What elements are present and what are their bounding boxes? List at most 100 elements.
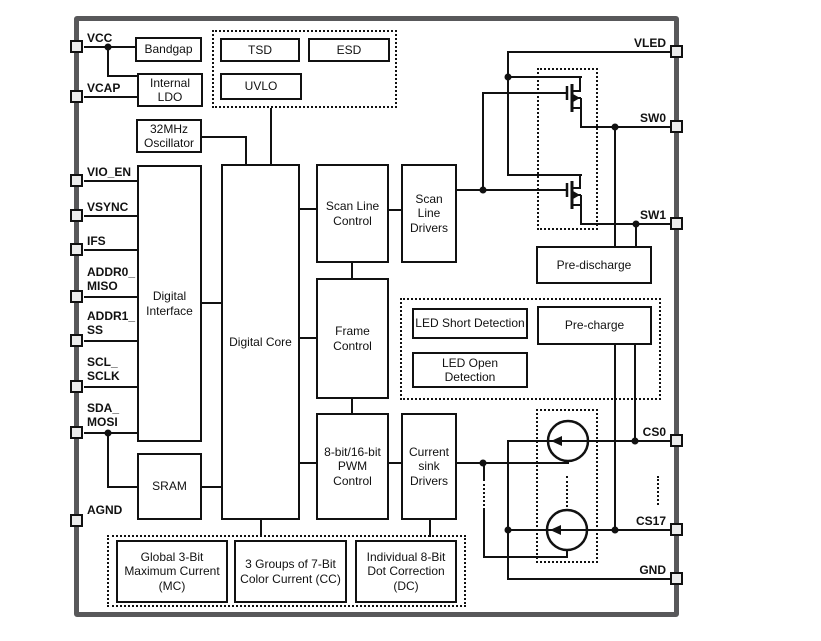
pin-vio-en [70,174,83,187]
wire [389,462,402,464]
junction-dot [611,123,619,131]
wire [483,556,567,558]
current-source-cs0-icon [546,419,590,463]
block-uvlo: UVLO [220,73,302,100]
wire [581,223,671,225]
wire [84,180,138,182]
wire [84,215,138,217]
junction-dot [611,526,619,534]
wire [202,486,222,488]
wire [483,462,485,479]
channel-ellipsis [566,476,568,507]
pin-cs17 [670,523,683,536]
junction-dot [504,526,512,534]
pin-agnd-label: AGND [87,503,123,517]
block-pwm-control: 8-bit/16-bit PWM Control [316,413,389,520]
wire [635,223,637,248]
block-digital-core: Digital Core [221,164,300,520]
pin-ifs-label: IFS [87,234,106,248]
block-sram: SRAM [137,453,202,520]
junction-dot [504,73,512,81]
junction-dot [479,459,487,467]
block-bandgap: Bandgap [135,37,202,62]
pin-scl-sclk-label: SCL_ SCLK [87,355,120,384]
wire [634,345,636,442]
block-current-sink-drivers: Current sink Drivers [401,413,457,520]
block-internal-ldo: Internal LDO [137,73,203,107]
wire [507,51,509,176]
block-frame-control: Frame Control [316,278,389,399]
block-scan-line-control: Scan Line Control [316,164,389,263]
wire [429,520,431,537]
pin-ifs [70,243,83,256]
block-tsd: TSD [220,38,300,62]
wire [507,174,582,176]
junction-dot [631,437,639,445]
block-esd: ESD [308,38,390,62]
cs-pins-ellipsis [657,476,659,505]
pin-sw0-label: SW0 [639,111,666,125]
protection-group-box [212,30,397,108]
wire [483,189,568,191]
pin-sw0 [670,120,683,133]
current-source-cs17-icon [545,508,589,552]
mosfet-sw0-icon [565,77,582,128]
pin-vled [670,45,683,58]
pin-vcc-label: VCC [87,31,113,45]
pin-sda-mosi [70,426,83,439]
pin-vled-label: VLED [633,36,666,50]
pin-vsync [70,209,83,222]
block-led-open-detection: LED Open Detection [412,352,528,388]
wire [581,126,671,128]
pin-vcap [70,90,83,103]
wire [202,136,247,138]
pin-vsync-label: VSYNC [87,200,129,214]
pin-cs17-label: CS17 [635,514,666,528]
wire [483,510,485,558]
wire [508,529,671,531]
pin-gnd [670,572,683,585]
pin-cs0 [670,434,683,447]
block-led-short-detection: LED Short Detection [412,308,528,339]
wire [457,462,569,464]
current-setting-group-box [107,535,466,607]
wire [202,302,222,304]
wire [107,75,138,77]
block-digital-interface: Digital Interface [137,165,202,442]
pin-vio-en-label: VIO_EN [87,165,132,179]
wire [270,108,272,166]
wire [508,51,672,53]
pin-gnd-label: GND [639,563,666,577]
wire-ellipsis [483,479,485,510]
wire [614,127,616,248]
pin-addr1-ss [70,334,83,347]
mosfet-sw1-icon [565,174,582,225]
pin-addr0-miso-label: ADDR0_ MISO [87,265,136,294]
pin-sw1 [670,217,683,230]
wire [389,209,402,211]
block-pre-charge: Pre-charge [537,306,652,345]
wire [107,432,109,488]
wire [300,208,317,210]
pin-cs0-label: CS0 [642,425,666,439]
junction-dot [632,220,640,228]
wire [482,92,484,191]
current-sink-group-box [536,409,598,563]
pin-vcap-label: VCAP [87,81,121,95]
wire [84,296,138,298]
wire [84,340,138,342]
wire [508,578,671,580]
pin-vcc [70,40,83,53]
wire [107,46,109,77]
wire [84,386,138,388]
block-scan-line-drivers: Scan Line Drivers [401,164,457,263]
pin-sw1-label: SW1 [639,208,666,222]
detection-group-box [400,298,661,400]
wire [300,462,317,464]
pin-sda-mosi-label: SDA_ MOSI [87,401,120,430]
wire [84,96,138,98]
wire [260,520,262,537]
wire [351,399,353,414]
block-pre-discharge: Pre-discharge [536,246,652,284]
